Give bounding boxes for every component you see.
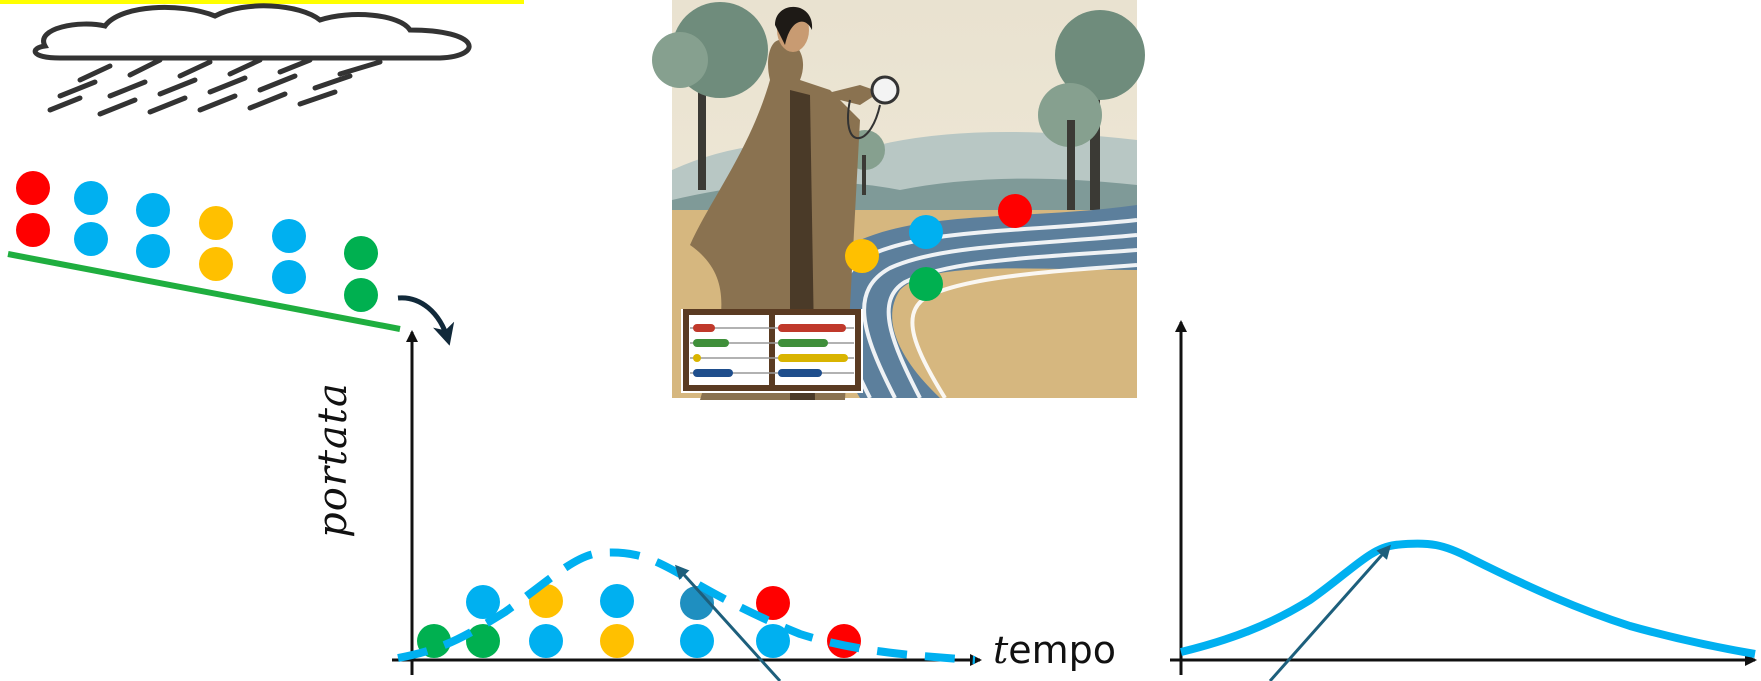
dot-green (466, 624, 500, 658)
x-axis-label-rest: empo (1008, 628, 1117, 672)
dot-green (344, 236, 378, 270)
dot-teal (680, 586, 714, 620)
x-axis-label: tempo (993, 628, 1116, 672)
pointer-arrow-right (1268, 544, 1391, 681)
dot-red (16, 213, 50, 247)
pointer-arrow-left (674, 564, 782, 681)
y-axis-label: portata (310, 382, 356, 538)
dot-blue (136, 234, 170, 268)
dot-green (909, 267, 943, 301)
catchment-dot-stacks (16, 171, 378, 312)
dot-yellow (600, 624, 634, 658)
dot-red (756, 586, 790, 620)
abacus-icon (681, 309, 863, 393)
dot-blue (909, 215, 943, 249)
abacus-beads (693, 324, 848, 377)
dot-red (16, 171, 50, 205)
curved-arrow-icon (397, 295, 455, 346)
dot-yellow (199, 206, 233, 240)
left-hydrograph-axes (392, 330, 982, 675)
hydrograph-dot-stacks (417, 584, 861, 658)
x-axis-label-variable: t (993, 628, 1009, 672)
dot-yellow (199, 247, 233, 281)
estimated-hydrograph-dashed-curve (397, 548, 976, 664)
dot-blue (529, 624, 563, 658)
dot-blue (272, 260, 306, 294)
dot-blue (272, 219, 306, 253)
right-hydrograph-axes (1170, 320, 1757, 675)
dot-blue (756, 624, 790, 658)
dot-blue (74, 222, 108, 256)
dot-blue (680, 624, 714, 658)
dot-blue (136, 193, 170, 227)
title-highlight-bar (0, 0, 524, 4)
dot-blue (600, 584, 634, 618)
dot-yellow (845, 239, 879, 273)
observed-hydrograph-curve (1180, 539, 1756, 658)
catchment-slope-line (7, 251, 401, 332)
rain-cloud-icon (32, 3, 472, 117)
dot-blue (466, 585, 500, 619)
dot-blue (74, 181, 108, 215)
dot-red (998, 194, 1032, 228)
dot-green (344, 278, 378, 312)
